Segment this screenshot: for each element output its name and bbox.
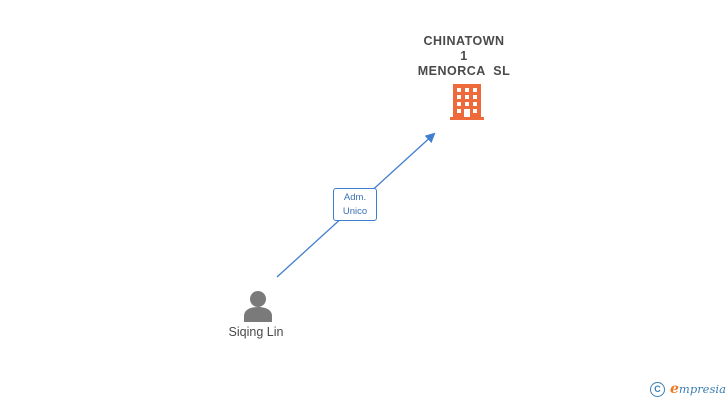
role-label[interactable]: Adm. Unico (333, 188, 377, 221)
role-label-line-1: Adm. (343, 192, 367, 203)
person-icon[interactable] (243, 290, 273, 322)
brand-name: empresia (670, 381, 726, 397)
person-name[interactable]: Siqing Lin (228, 325, 284, 339)
brand-logo[interactable]: C empresia (650, 379, 726, 399)
building-icon[interactable] (450, 84, 484, 120)
brand-name-initial: e (670, 381, 679, 397)
role-label-line-2: Unico (342, 206, 368, 217)
company-name-line-1: CHINATOWN (423, 34, 505, 48)
company-name-line-2: 1 (460, 49, 468, 63)
company-name[interactable]: CHINATOWN 1 MENORCA SL (404, 34, 524, 79)
copyright-icon: C (650, 381, 665, 397)
brand-name-rest: mpresia (678, 382, 726, 396)
company-name-line-3: MENORCA SL (417, 64, 511, 78)
